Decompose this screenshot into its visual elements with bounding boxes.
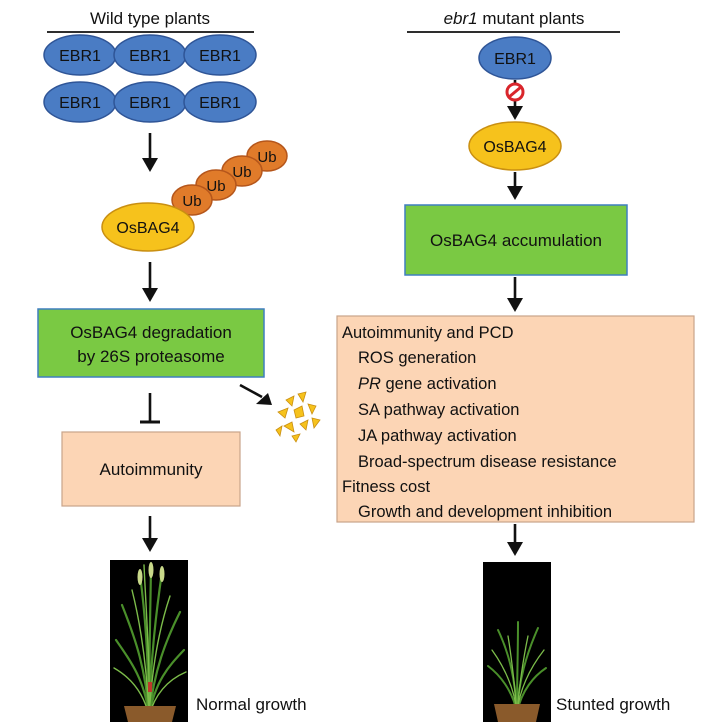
- stunted-growth-caption: Stunted growth: [556, 695, 670, 714]
- effect-growth-inhibition: Growth and development inhibition: [358, 503, 612, 521]
- ub-oval: [171, 184, 213, 216]
- osbag4-label: OsBAG4: [116, 220, 179, 237]
- ebr1-oval: [183, 34, 257, 76]
- mutant-header: ebr1 mutant plants: [444, 9, 585, 28]
- effects-title-autoimmunity: Autoimmunity and PCD: [342, 324, 514, 342]
- accumulation-label: OsBAG4 accumulation: [430, 231, 602, 250]
- ebr1-label: EBR1: [129, 48, 171, 65]
- ub-label: Ub: [257, 149, 276, 166]
- effect-ros: ROS generation: [358, 349, 476, 367]
- ebr1-label: EBR1: [59, 48, 101, 65]
- ebr1-label: EBR1: [59, 95, 101, 112]
- ebr1-label: EBR1: [199, 48, 241, 65]
- ubiquitin-chain: Ub Ub Ub Ub: [171, 140, 288, 216]
- effect-ja-pathway: JA pathway activation: [358, 427, 517, 445]
- normal-growth-caption: Normal growth: [196, 695, 307, 714]
- autoimmunity-label: Autoimmunity: [100, 460, 203, 479]
- arrow-osbag4-to-degradation: [142, 262, 158, 302]
- degraded-protein-fragments-icon: [275, 391, 321, 443]
- wild-type-header: Wild type plants: [90, 9, 210, 28]
- degradation-box: [37, 308, 265, 378]
- ebr1-label: EBR1: [129, 95, 171, 112]
- accumulation-box: [404, 204, 628, 276]
- effects-box: [336, 315, 695, 523]
- arrow-accumulation-to-effects: [507, 277, 523, 312]
- effect-pr-gene: PR gene activation: [358, 375, 497, 393]
- arrow-osbag4-to-accumulation: [507, 172, 523, 200]
- arrow-to-proteasome-fragments: [239, 383, 272, 405]
- effect-disease-resistance: Broad-spectrum disease resistance: [358, 453, 617, 471]
- ebr1-label: EBR1: [199, 95, 241, 112]
- effects-title-fitness: Fitness cost: [342, 478, 430, 496]
- osbag4-label-mutant: OsBAG4: [483, 139, 546, 156]
- ub-label: Ub: [182, 193, 201, 210]
- ebr1-oval: [183, 81, 257, 123]
- ebr1-oval-mutant: [478, 36, 552, 80]
- effect-sa-pathway: SA pathway activation: [358, 401, 519, 419]
- autoimmunity-box: [61, 431, 241, 507]
- arrow-autoimmunity-to-plant: [142, 516, 158, 552]
- ub-label: Ub: [206, 178, 225, 195]
- mutant-plant-photo: [483, 562, 551, 722]
- arrow-ebr1-to-osbag4: [142, 133, 158, 172]
- degradation-line1: OsBAG4 degradation: [70, 323, 232, 342]
- inhibition-symbol-icon: [505, 82, 525, 102]
- osbag4-oval: [101, 202, 195, 252]
- inhibition-bar: [140, 393, 160, 424]
- osbag4-oval-mutant: [468, 121, 562, 171]
- wild-type-plant-photo: [110, 560, 188, 722]
- arrow-effects-to-plant: [507, 524, 523, 556]
- ebr1-label-mutant: EBR1: [494, 51, 536, 68]
- ebr1-cluster: EBR1 EBR1 EBR1 EBR1 EBR1 EBR1: [43, 34, 257, 123]
- degradation-line2: by 26S proteasome: [77, 347, 224, 366]
- ub-label: Ub: [232, 164, 251, 181]
